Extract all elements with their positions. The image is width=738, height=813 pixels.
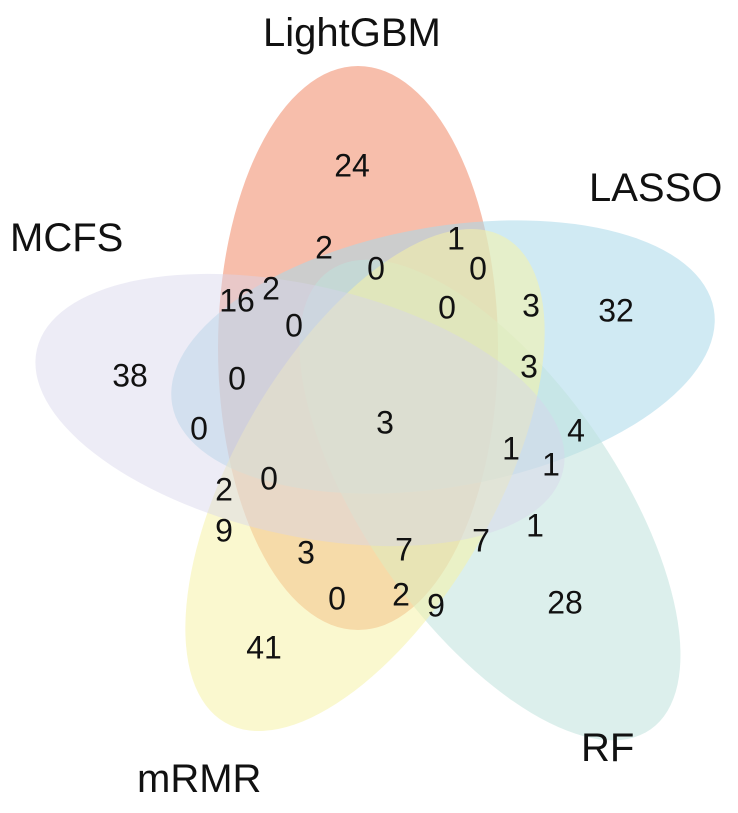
- region-count: 0: [328, 580, 346, 616]
- set-label-rf: RF: [581, 726, 634, 770]
- region-count: 3: [297, 534, 315, 570]
- region-count: 1: [502, 430, 520, 466]
- region-count: 4: [567, 412, 585, 448]
- region-count: 41: [246, 629, 282, 665]
- region-count: 24: [334, 147, 370, 183]
- set-label-mrmr: mRMR: [137, 757, 261, 801]
- region-count: 0: [190, 410, 208, 446]
- set-labels: LightGBM LASSO RF mRMR MCFS: [10, 11, 722, 801]
- set-label-lightgbm: LightGBM: [263, 11, 441, 55]
- ellipse-mcfs: [35, 273, 565, 547]
- region-count: 0: [469, 250, 487, 286]
- region-count: 7: [395, 531, 413, 567]
- region-count: 0: [285, 307, 303, 343]
- region-count: 3: [520, 348, 538, 384]
- region-count: 1: [542, 446, 560, 482]
- region-count: 7: [472, 522, 490, 558]
- region-count: 0: [228, 360, 246, 396]
- region-count: 0: [260, 460, 278, 496]
- region-count: 0: [367, 250, 385, 286]
- set-label-mcfs: MCFS: [10, 216, 123, 260]
- set-ellipses: [35, 66, 715, 741]
- set-label-lasso: LASSO: [589, 166, 722, 210]
- region-count: 2: [392, 576, 410, 612]
- region-count: 1: [447, 220, 465, 256]
- region-count: 3: [376, 404, 394, 440]
- region-count: 38: [112, 357, 148, 393]
- region-count: 9: [215, 512, 233, 548]
- ellipse-mrmr: [185, 228, 545, 732]
- region-count: 0: [438, 289, 456, 325]
- region-count: 9: [427, 587, 445, 623]
- region-count: 3: [522, 287, 540, 323]
- region-count: 2: [262, 270, 280, 306]
- region-count: 2: [215, 471, 233, 507]
- region-count: 28: [547, 584, 583, 620]
- region-counts: 24 32 28 41 38 2 1 0 0 0 3 16 2 0 3 0 3 …: [112, 147, 634, 665]
- region-count: 2: [315, 229, 333, 265]
- region-count: 32: [598, 292, 634, 328]
- region-count: 1: [526, 507, 544, 543]
- region-count: 16: [219, 282, 255, 318]
